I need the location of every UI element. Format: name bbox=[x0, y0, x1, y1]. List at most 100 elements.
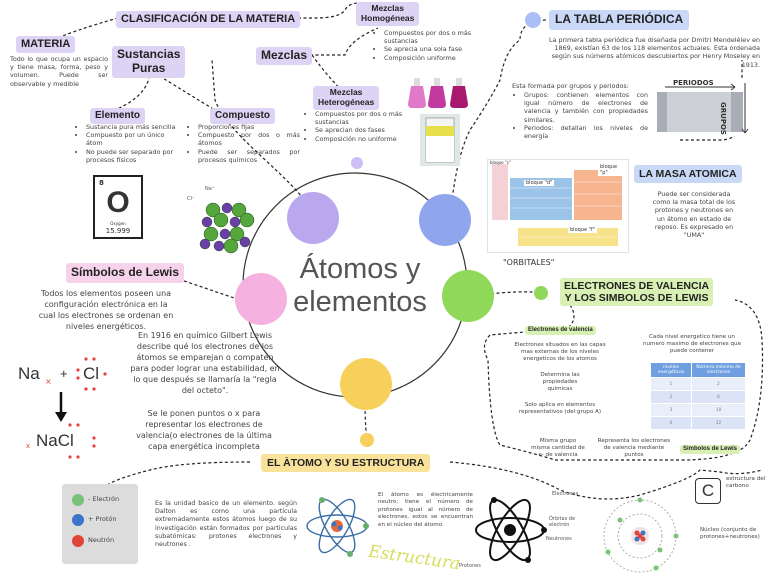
satellite-yellow bbox=[340, 358, 392, 410]
table-row: 1 2 bbox=[650, 377, 747, 391]
sustancias-line1: Sustancias bbox=[117, 47, 181, 61]
table-row: 2 8 bbox=[650, 390, 747, 404]
oxygen-symbol: O bbox=[106, 186, 130, 219]
valencia-title-line1: ELECTRONES DE VALENCIA bbox=[564, 280, 710, 292]
oxygen-card: 8 O Oxygen 15.999 bbox=[93, 175, 143, 239]
table-row: 4 32 bbox=[650, 416, 747, 430]
table-row: 3 18 bbox=[650, 403, 747, 417]
legend-proton: + Protón bbox=[88, 515, 117, 523]
oxygen-name: Oxygen bbox=[110, 221, 126, 226]
homogeneas-label: Mezclas Homogéneas bbox=[356, 2, 420, 26]
legend-electron: - Electrón bbox=[88, 495, 120, 503]
carbon-label: estructura del carbono bbox=[726, 476, 766, 490]
line-lewis bbox=[157, 271, 241, 301]
lewis-cl-dots bbox=[76, 357, 107, 391]
lewis-plus: + bbox=[60, 366, 68, 381]
atom-image bbox=[306, 497, 369, 557]
block-s-label: bloque "s" bbox=[490, 160, 511, 165]
heterogeneas-list: Compuestos por dos o más sustancias Se a… bbox=[305, 110, 417, 143]
homogeneas-item: Compuestos por dos o más sustancias bbox=[384, 29, 486, 45]
tabla-item: Grupos: contienen elementos con igual nú… bbox=[524, 91, 648, 124]
sustancias-label: Sustancias Puras bbox=[112, 46, 186, 78]
table-cell: 32 bbox=[690, 416, 747, 430]
masa-title: LA MASA ATOMICA bbox=[634, 165, 742, 184]
satellite-pink bbox=[235, 273, 287, 325]
lewis-nacl: NaCl bbox=[36, 431, 74, 450]
atomo-paragraph: Es la unidad basico de un elemento. segú… bbox=[155, 500, 297, 549]
tabla-title: LA TABLA PERIÓDICA bbox=[549, 10, 690, 30]
table-cell: 4 bbox=[650, 416, 692, 430]
valencia-item-2: Determina las propiedades quimicas bbox=[540, 372, 580, 392]
homogeneas-line2: Homogéneas bbox=[361, 12, 415, 23]
table-cell: 18 bbox=[690, 403, 747, 417]
table-cell: 8 bbox=[690, 390, 747, 404]
homogeneas-line1: Mezclas bbox=[371, 3, 404, 13]
elemento-item: No puede ser separado por procesos físic… bbox=[86, 148, 176, 164]
carbon-nucleo-label: Núcleo (conjunto de protones+neutrones) bbox=[700, 527, 760, 541]
heterogeneas-item: Compuestos por dos o más sustancias bbox=[315, 110, 417, 126]
oxygen-number: 8 bbox=[99, 179, 104, 187]
heterogeneas-label: Mezclas Heterogéneas bbox=[313, 86, 380, 110]
valencia-title-line2: Y LOS SIMBOLOS DE LEWIS bbox=[564, 292, 709, 305]
lewis-text3: Se le ponen puntos o x para representar … bbox=[136, 409, 272, 451]
heterogeneas-item: Se aprecian dos fases bbox=[315, 126, 417, 134]
satellite-blue bbox=[419, 194, 471, 246]
satellite-green bbox=[442, 270, 494, 322]
clasificacion-title: CLASIFICACIÓN DE LA MATERIA bbox=[116, 11, 301, 28]
elemento-list: Sustancia pura más sencilla Compuesto po… bbox=[76, 123, 176, 164]
table-cell: 2 bbox=[690, 377, 747, 391]
label-orbitales: Órbitas de electrón bbox=[549, 516, 576, 528]
tabla-paragraph: La primera tabla periódica fue diseñada … bbox=[548, 36, 760, 69]
main-title-line1: Átomos y bbox=[299, 253, 421, 285]
lewis-cl: Cl bbox=[83, 364, 100, 383]
table-header: niveles energéticos bbox=[650, 362, 692, 378]
homogeneas-item: Composición uniforme bbox=[384, 54, 486, 62]
homogeneas-item: Se aprecia una sola fase bbox=[384, 45, 486, 53]
sustancias-line2: Puras bbox=[132, 60, 166, 75]
dot-yellow bbox=[360, 433, 374, 447]
atomo-paragraph2: El átomo es électricamente neutro; tiene… bbox=[378, 492, 473, 528]
atomo-legend: - Electrón + Protón Neutrón bbox=[62, 484, 138, 564]
orbit-atom-image bbox=[475, 497, 547, 563]
beaker-image bbox=[420, 114, 460, 166]
tabla-item: Periodos: detallan los niveles de energí… bbox=[524, 124, 648, 140]
carbon-atom-image bbox=[603, 497, 679, 573]
lewis-text1: Todos los elementos poseen una configura… bbox=[38, 289, 174, 331]
nacl-crystal-image: Na⁺ Cl⁻ bbox=[187, 186, 255, 254]
lewis-na: Na bbox=[18, 364, 40, 383]
grupos-label: GRUPOS bbox=[719, 102, 727, 135]
block-f-label: bloque "f" bbox=[568, 227, 597, 233]
electron-icon bbox=[72, 494, 84, 506]
label-neutrones: Neutrones bbox=[546, 536, 572, 542]
heterogeneas-line1: Mezclas bbox=[329, 87, 363, 97]
valencia-item-3: Solo aplica en elementos representativos… bbox=[518, 402, 602, 415]
valencia-sub-label: Electrones de valencia bbox=[525, 326, 596, 335]
mezclas-label: Mezclas bbox=[256, 47, 313, 65]
lewis-text2: En 1916 en químico Gilbert Lewis describ… bbox=[130, 331, 280, 395]
compuesto-label: Compuesto bbox=[210, 108, 275, 124]
valencia-right-text: Cada nivel energetico tiene un numero ma… bbox=[642, 334, 742, 354]
elemento-label: Elemento bbox=[90, 108, 146, 124]
valencia-bottom-right: Representa los electrones de valencia me… bbox=[597, 438, 671, 458]
carbon-symbol-box: C bbox=[695, 478, 721, 504]
table-header: Número máximo de electrones bbox=[690, 362, 747, 378]
block-p-label: bloque "p" bbox=[598, 164, 628, 176]
periodic-block-image: bloque "s" bloque "d" bloque "p" bloque … bbox=[487, 159, 629, 253]
valencia-bottom-left: Misma grupo misma cantidad de e- de vale… bbox=[531, 438, 585, 458]
valencia-item-1: Electrones situados en las capas mas ext… bbox=[514, 342, 606, 362]
legend-neutron: Neutrón bbox=[88, 536, 115, 544]
flasks-image bbox=[408, 78, 468, 108]
satellite-lavender bbox=[287, 192, 339, 244]
periodos-grupos-diagram: PERIODOS GRUPOS bbox=[655, 78, 759, 136]
materia-label: MATERIA bbox=[16, 36, 76, 53]
compuesto-item: Puede ser separados por procesos químico… bbox=[198, 148, 300, 164]
proton-icon bbox=[72, 514, 84, 526]
heterogeneas-item: Composición no uniforme bbox=[315, 135, 417, 143]
compuesto-item: Proporciones fijas bbox=[198, 123, 300, 131]
tabla-intro: Esta formada por grupos y periodos: bbox=[512, 82, 629, 90]
lewis-na-dot: × bbox=[45, 377, 52, 386]
homogeneas-list: Compuestos por dos o más sustancias Se a… bbox=[374, 29, 486, 62]
simbolos-lewis-label: Simbolos de Lewis bbox=[680, 445, 741, 454]
dot-lightblue bbox=[525, 12, 541, 28]
